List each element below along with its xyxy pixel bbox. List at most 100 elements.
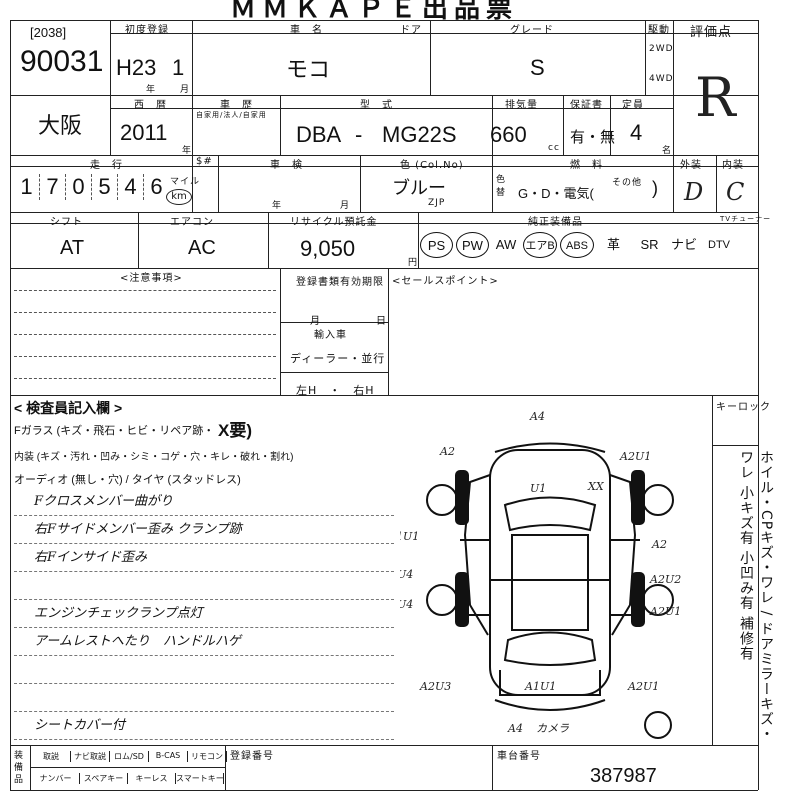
first-reg-month: 1 <box>172 55 185 80</box>
border-left <box>10 20 11 790</box>
right-vertical-text: ホイル・CPキズ・ワレ / ドアミラーキズ・ワレ 小キズ有 小凹み有 補修有 <box>738 450 774 742</box>
recycle-fee: 9,050 <box>300 236 356 261</box>
border-bottom <box>10 790 758 791</box>
dmg-right-b: A2U2 <box>649 573 681 586</box>
dmg-bottom-center: A1U1 <box>524 680 556 693</box>
grade-label: グレード <box>510 25 554 36</box>
displacement: 660 <box>490 122 527 147</box>
mileage-label: 走 行 <box>90 160 123 171</box>
dmg-left-c: A2U4 <box>400 598 413 611</box>
dmg-bottom-left: A2U3 <box>419 680 451 693</box>
dmg-center: U1 <box>530 482 546 495</box>
footer-item: キーレス <box>128 773 176 784</box>
aircon-label: エアコン <box>170 217 214 228</box>
capacity: 4 <box>630 120 643 145</box>
sheet-title: ＭＭＫＡＰＥ出品票 <box>230 0 519 24</box>
key-lock-label: キーロック <box>716 402 771 413</box>
interior-label: 内装 <box>722 160 744 171</box>
dmg-rear-note: カメラ <box>536 722 569 735</box>
lot-number: 90031 <box>20 45 104 78</box>
equipment-item: PW <box>456 232 489 258</box>
shift: AT <box>60 237 85 259</box>
sales-point-label: <セールスポイント> <box>392 276 499 287</box>
model-prefix: DBA <box>296 122 342 147</box>
color: ブルー <box>392 178 446 198</box>
equipment-item: AW <box>495 237 517 252</box>
inspector-note-line <box>14 572 394 600</box>
model-year: 2011 <box>120 120 168 145</box>
dmg-right-top: A2U1 <box>619 450 651 463</box>
mileage-digit: 0 <box>66 174 92 200</box>
import-label: 輸入車 <box>314 330 347 341</box>
inspector-note-line <box>14 684 394 712</box>
chassis-number: 387987 <box>590 765 657 787</box>
glass-line: Fガラス (キズ・飛石・ヒビ・リペア跡・ <box>14 425 215 437</box>
mileage-digit: 1 <box>14 174 40 200</box>
region: 大阪 <box>38 113 83 138</box>
equipment-label: 純正装備品 <box>528 217 583 228</box>
car-name: モコ <box>286 57 331 82</box>
footer-item: スマートキー <box>176 773 224 784</box>
dmg-right-c: A2U1 <box>649 605 681 618</box>
first-reg-era: H23 <box>116 55 157 80</box>
warranty: 有・無 <box>570 129 616 146</box>
equipment-item: ナビ <box>670 237 697 252</box>
inspector-note-line: エンジンチェックランプ点灯 <box>14 600 394 628</box>
repaint-label: 色替 <box>496 175 507 198</box>
score-label: 評価点 <box>690 25 733 40</box>
warranty-label: 保証書 <box>570 100 603 111</box>
footer-item: ナビ取説 <box>71 751 110 762</box>
displacement-label: 排気量 <box>505 100 538 111</box>
equipment-item: SR <box>640 237 659 252</box>
inspector-note-line: Fクロスメンバー曲がり <box>14 488 394 516</box>
footer-item: ロム/SD <box>110 751 149 762</box>
first-reg-label: 初度登録 <box>125 25 169 36</box>
history-sub: 自家用/法人/自家用 <box>196 111 267 119</box>
mileage-digit: 7 <box>40 174 66 200</box>
capacity-label: 定員 <box>622 100 644 111</box>
chassis-label: 車台番号 <box>497 751 541 762</box>
equipment-item: ABS <box>560 232 594 258</box>
steering-options: 左H ・ 右H <box>296 384 375 397</box>
inspector-notes: Fクロスメンバー曲がり右Fサイドメンバー歪み クランプ跡右Fインサイド歪みエンジ… <box>14 488 394 740</box>
shaken-label: 車 検 <box>270 160 303 171</box>
fuel-label: 燃 料 <box>570 160 603 171</box>
dmg-left-b: A2U4 <box>400 568 413 581</box>
aircon: AC <box>188 237 216 259</box>
inspector-note-line: 右Fインサイド歪み <box>14 544 394 572</box>
interior-grade: C <box>726 178 745 206</box>
drive-4wd: 4WD <box>649 74 674 84</box>
footer-left-label: 装備品 <box>14 751 25 785</box>
equipment-item: エアB <box>523 232 557 258</box>
fuel-options: G・D・電気( <box>518 186 594 201</box>
equipment-item: 革 <box>606 237 620 252</box>
model-code: MG22S <box>382 122 457 147</box>
recycle-label: リサイクル預託金 <box>290 217 378 228</box>
audio-line: オーディオ (無し・穴) / タイヤ (スタッドレス) <box>14 474 241 486</box>
dmg-top: A4 <box>529 410 545 423</box>
border-right <box>758 20 759 790</box>
history-label: 車 歴 <box>220 100 253 111</box>
lot-bracket: [2038] <box>30 25 67 40</box>
footer-item: リモコン <box>188 751 227 762</box>
door-label: ドア <box>400 25 422 36</box>
color-label: 色 (Col.No) <box>400 160 464 171</box>
exterior-label: 外装 <box>680 160 702 171</box>
color-code: ZJP <box>428 198 446 208</box>
car-name-label: 車 名 <box>290 25 323 36</box>
import-options: ディーラー・並行 <box>290 352 386 365</box>
equipment-item: DTV <box>708 239 730 251</box>
border-top <box>10 20 758 21</box>
mileage-digit: 6 <box>150 174 163 199</box>
dmg-left-a: A1U1 <box>400 530 419 543</box>
footer-item: ナンバー <box>32 773 80 784</box>
grade: S <box>530 55 545 80</box>
km-circle: km <box>166 189 192 205</box>
mileage-digit: 4 <box>118 174 144 200</box>
footer-items-row2: ナンバースペアキーキーレススマートキー <box>32 773 224 784</box>
inspector-note-line: アームレストへたり ハンドルハゲ <box>14 628 394 656</box>
dmg-xx: XX <box>587 480 605 493</box>
inspector-heading: < 検査員記入欄 > <box>14 400 123 416</box>
